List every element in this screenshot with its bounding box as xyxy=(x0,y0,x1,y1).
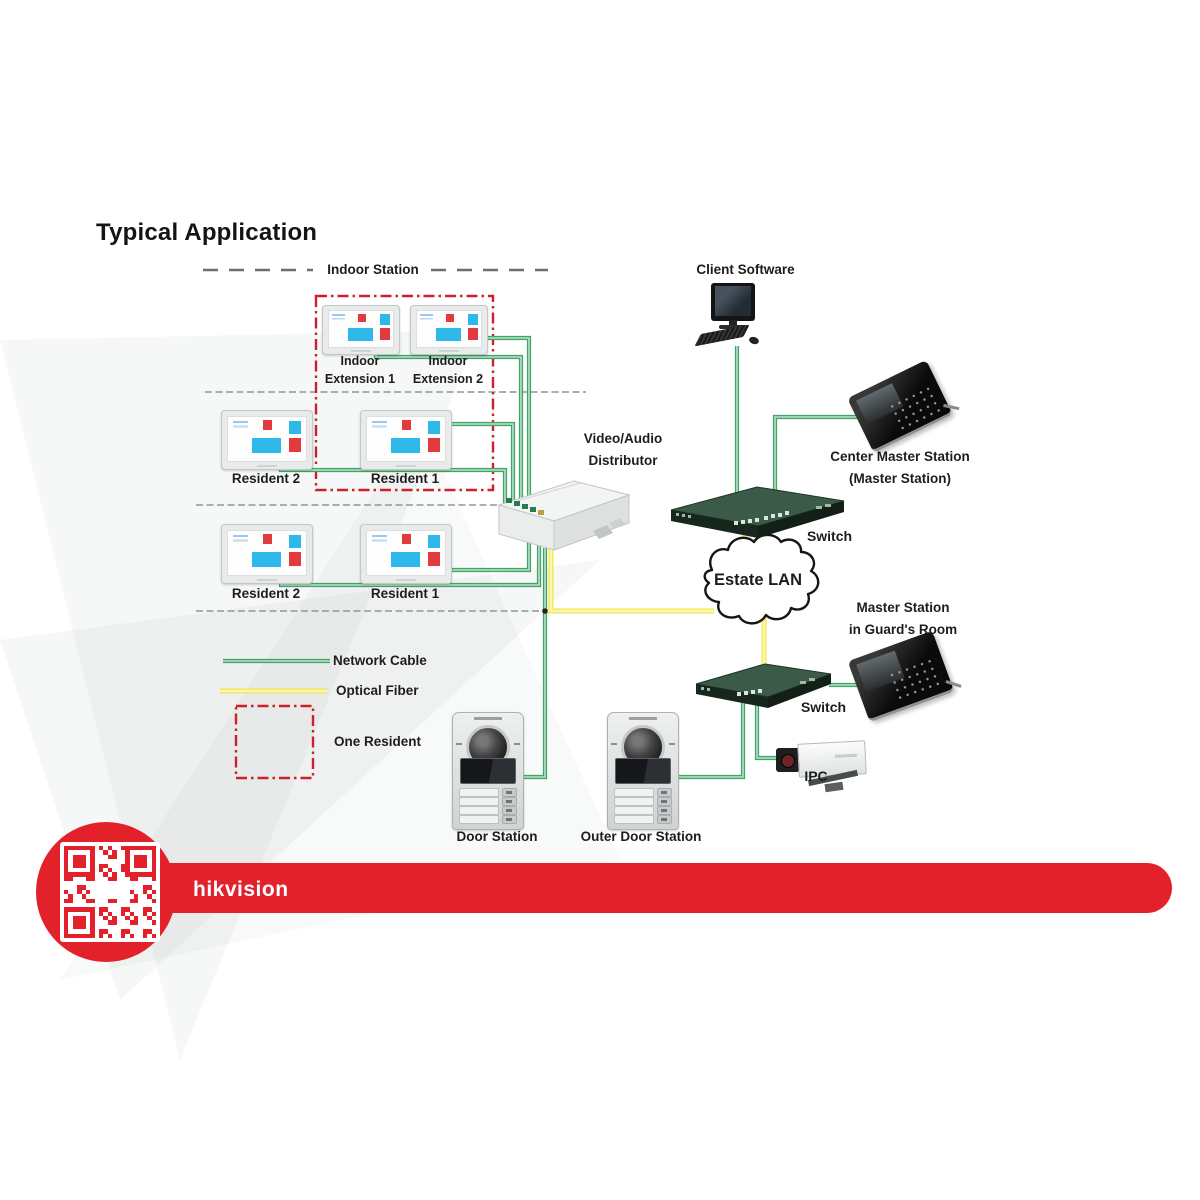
legend-one-resident-box xyxy=(234,704,315,780)
label-line: Distributor xyxy=(588,453,658,468)
door-call-button-row xyxy=(614,788,672,797)
resident-2-floor-2-label: Resident 2 xyxy=(231,586,301,601)
door-call-button-row xyxy=(614,815,672,824)
one-resident-group-box xyxy=(314,294,495,492)
resident-2-floor-1-label: Resident 2 xyxy=(231,471,301,486)
switch-2-device xyxy=(695,663,832,708)
page-title: Typical Application xyxy=(96,219,318,246)
door-display-window xyxy=(615,758,671,784)
legend-optical-fiber-label: Optical Fiber xyxy=(336,683,419,698)
resident-1-floor-1-label: Resident 1 xyxy=(370,471,440,486)
indoor-station-screen xyxy=(415,309,483,349)
indoor-extension-1-device xyxy=(322,305,400,355)
brand-wordmark: hikvision xyxy=(193,878,289,901)
door-call-button-row xyxy=(614,806,672,815)
distributor-device xyxy=(497,480,631,551)
label-line: Video/Audio xyxy=(583,431,663,446)
door-call-button-row xyxy=(459,797,517,806)
label-line: in Guard's Room xyxy=(848,622,958,637)
door-tick xyxy=(669,743,675,745)
qr-code-pattern xyxy=(64,846,156,938)
mouse-icon xyxy=(748,335,760,346)
label-line: Extension 2 xyxy=(412,372,484,386)
resident-1-floor-2-device xyxy=(360,524,452,584)
outer-door-station-device xyxy=(607,712,679,830)
estate-lan-cloud xyxy=(703,533,820,625)
door-call-button-row xyxy=(459,815,517,824)
client-software-computer xyxy=(694,278,770,353)
door-station-device xyxy=(452,712,524,830)
brand-logo-mark xyxy=(629,717,657,720)
camera-lens-icon xyxy=(776,748,800,772)
distributor-ports xyxy=(506,498,544,515)
monitor-icon xyxy=(711,283,755,321)
door-tick xyxy=(611,743,617,745)
door-station-label: Door Station xyxy=(456,829,538,844)
label-line: (Master Station) xyxy=(848,471,951,486)
door-tick xyxy=(514,743,520,745)
door-call-button-row xyxy=(614,797,672,806)
indoor-extension-2-device xyxy=(410,305,488,355)
indoor-extension-2-label: Indoor Extension 2 xyxy=(406,352,490,388)
indoor-station-screen xyxy=(366,415,446,463)
switch-1-device xyxy=(670,486,845,538)
client-software-label: Client Software xyxy=(696,262,795,277)
guard-master-station-label: Master Station in Guard's Room xyxy=(838,597,968,641)
indoor-extension-1-label: Indoor Extension 1 xyxy=(318,352,402,388)
brand-logo-mark xyxy=(474,717,502,720)
ipc-label: IPC xyxy=(804,768,828,784)
cable-junction-dot xyxy=(542,608,548,614)
legend-one-resident-label: One Resident xyxy=(334,734,422,749)
legend-network-cable-label: Network Cable xyxy=(333,653,427,668)
door-call-button-row xyxy=(459,788,517,797)
indoor-station-screen xyxy=(227,529,307,577)
door-display-window xyxy=(460,758,516,784)
distributor-label: Video/Audio Distributor xyxy=(568,428,678,472)
label-line: Indoor xyxy=(340,354,380,368)
label-line: Master Station xyxy=(856,600,950,615)
switch-2-label: Switch xyxy=(800,699,847,715)
label-line: Indoor xyxy=(428,354,468,368)
brand-banner-bar xyxy=(150,863,1172,913)
door-call-button-row xyxy=(459,806,517,815)
resident-2-floor-1-device xyxy=(221,410,313,470)
estate-lan-label: Estate LAN xyxy=(713,571,803,589)
center-master-station-label: Center Master Station (Master Station) xyxy=(815,446,985,490)
door-tick xyxy=(456,743,462,745)
indoor-station-group-label: Indoor Station xyxy=(327,262,419,277)
ipc-camera-device xyxy=(773,738,873,796)
indoor-station-screen xyxy=(227,415,307,463)
indoor-station-screen xyxy=(366,529,446,577)
resident-2-floor-2-device xyxy=(221,524,313,584)
monitor-stand xyxy=(729,320,737,326)
indoor-station-screen xyxy=(327,309,395,349)
label-line: Center Master Station xyxy=(830,449,970,464)
resident-1-floor-1-device xyxy=(360,410,452,470)
qr-code xyxy=(60,842,160,942)
label-line: Extension 1 xyxy=(324,372,396,386)
switch-1-label: Switch xyxy=(806,528,853,544)
outer-door-station-label: Outer Door Station xyxy=(580,829,702,844)
resident-1-floor-2-label: Resident 1 xyxy=(370,586,440,601)
